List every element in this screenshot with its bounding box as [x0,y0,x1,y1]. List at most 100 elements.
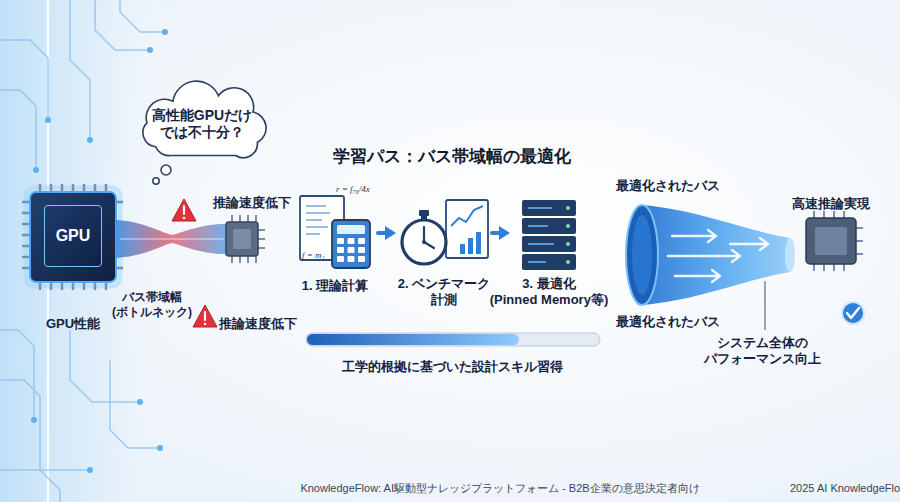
check-icon [842,302,864,324]
server-icon-part-part [566,260,570,264]
server-icon-part-part [566,242,570,246]
benchmark-icon-part-part [476,232,481,254]
warning-icon [193,305,217,327]
benchmark-icon-part [422,240,426,244]
circuit-background-part-part [147,47,153,53]
server-icon-part-part [566,224,570,228]
step-node: 1. 理論計算 [294,196,376,270]
result-label: システム全体の パフォーマンス向上 [704,335,821,368]
warning-icon-part [183,217,186,220]
calculation-icon-part-part [358,256,365,262]
target-chip-part-part [232,215,256,222]
progress-bar-part [307,334,519,345]
label-holder: 推論速度低下 [213,193,291,211]
gpu-chip-body-part [26,188,120,286]
node-text: GPU [56,226,91,246]
gpu-chip-body-part [30,192,116,282]
server-icon-part-part [528,208,554,262]
flow-arrow [378,226,396,240]
formula-text: f = m₂ [302,250,325,261]
flow-arrow-part [385,226,396,240]
benchmark-icon-part [402,220,446,264]
circuit-background-part-part [70,330,140,402]
server-icon [522,200,576,270]
fast-chip-part-part [814,211,844,218]
gpu-core: GPUGPU性能 [44,205,102,267]
circuit-background-part-part [157,445,163,451]
thought-tail [153,165,171,184]
warning-icon-part [204,323,207,326]
node-text: 2. ベンチマーク 計測 [398,276,490,309]
server-icon-part-part [566,206,570,210]
optimized-bus-part [642,205,790,305]
optimized-bus-part [632,215,652,295]
optimized-bus-part-part [730,238,768,250]
target-chip-part [233,229,251,249]
target-chip [226,215,265,263]
target-chip-part-part [232,256,256,263]
caption-holder: 高速推論実現 [792,194,870,212]
progress-caption: 工学的根拠に基づいた設計スキル習得 [342,359,563,375]
formula-text: r = f₇₆/4x [336,184,370,195]
bottleneck-bus [116,220,226,258]
label-holder: 推論速度低下 [219,314,297,332]
target-chip-part-part [258,230,265,248]
fast-chip-part-part [814,264,844,271]
label-holder: 最適化されたバス [616,312,720,330]
warning-label: 推論速度低下 [213,195,291,211]
caption-holder: 2. ベンチマーク 計測 [398,276,490,309]
step-node: 2. ベンチマーク 計測 [398,196,490,270]
thought-tail-part [153,178,159,184]
bottleneck-bus-part [120,238,224,239]
circuit-background-part-part [110,360,160,448]
node-text: 高速推論実現 [792,196,870,212]
optimized-bus-part [626,205,658,305]
label-holder: システム全体の パフォーマンス向上 [704,335,821,368]
label-holder: 最適化されたバス [616,176,720,194]
caption-holder: 1. 理論計算 [302,276,368,294]
label-holder: f = m₂ [302,244,325,262]
circuit-background-part-part [87,137,93,143]
server-icon-part [566,206,570,264]
title-holder: 学習パス：バス帯域幅の最適化 [333,146,571,167]
benchmark-icon-part-part [468,238,473,254]
calculation-icon-part [332,220,370,268]
node-caption: GPU性能 [46,316,100,332]
fast-chip-part [806,218,856,264]
footer-text: KnowledgeFlow: AI駆動型ナレッジプラットフォーム - B2B企業… [300,482,699,496]
gpu-chip-body-part-part [40,282,106,290]
thought-bubble: 高性能GPUだけ では不十分？ [134,86,270,162]
bottleneck-bus-part [116,220,226,258]
label-holder: KnowledgeFlow: AI駆動型ナレッジプラットフォーム - B2B企業… [300,478,699,496]
circuit-background-part-part [95,0,150,50]
optimized-bus [626,205,795,305]
benchmark-icon [402,200,488,264]
node-text: 1. 理論計算 [302,278,368,294]
calculation-icon-part-part [348,238,355,244]
optimized-bus-part [785,238,795,272]
optimized-bus-part [668,230,768,282]
circuit-background-part-part [45,117,51,123]
benchmark-icon-part [460,232,481,254]
circuit-background-part-part [87,467,93,473]
flow-arrow [492,226,510,240]
calculation-icon-part [337,238,365,262]
gpu-chip-body-part [22,184,123,290]
circuit-background-part-part [120,0,165,32]
calculation-icon-part-part [306,206,330,234]
calculation-icon-part-part [337,247,344,253]
warning-icon [172,199,196,221]
benchmark-icon-part [424,227,434,248]
optimized-bus-part-part [672,230,716,242]
label-holder: バス帯域幅 (ボトルネック) [112,290,192,320]
calculation-icon-part [306,206,330,234]
warning-icon-part [172,199,196,221]
calculation-icon-part-part [337,238,344,244]
check-icon-part [842,302,864,324]
benchmark-icon-part [446,200,488,258]
node-text: 3. 最適化 (Pinned Memory等) [490,276,608,309]
progress-bar [306,333,600,346]
progress-bar-part [306,333,600,346]
